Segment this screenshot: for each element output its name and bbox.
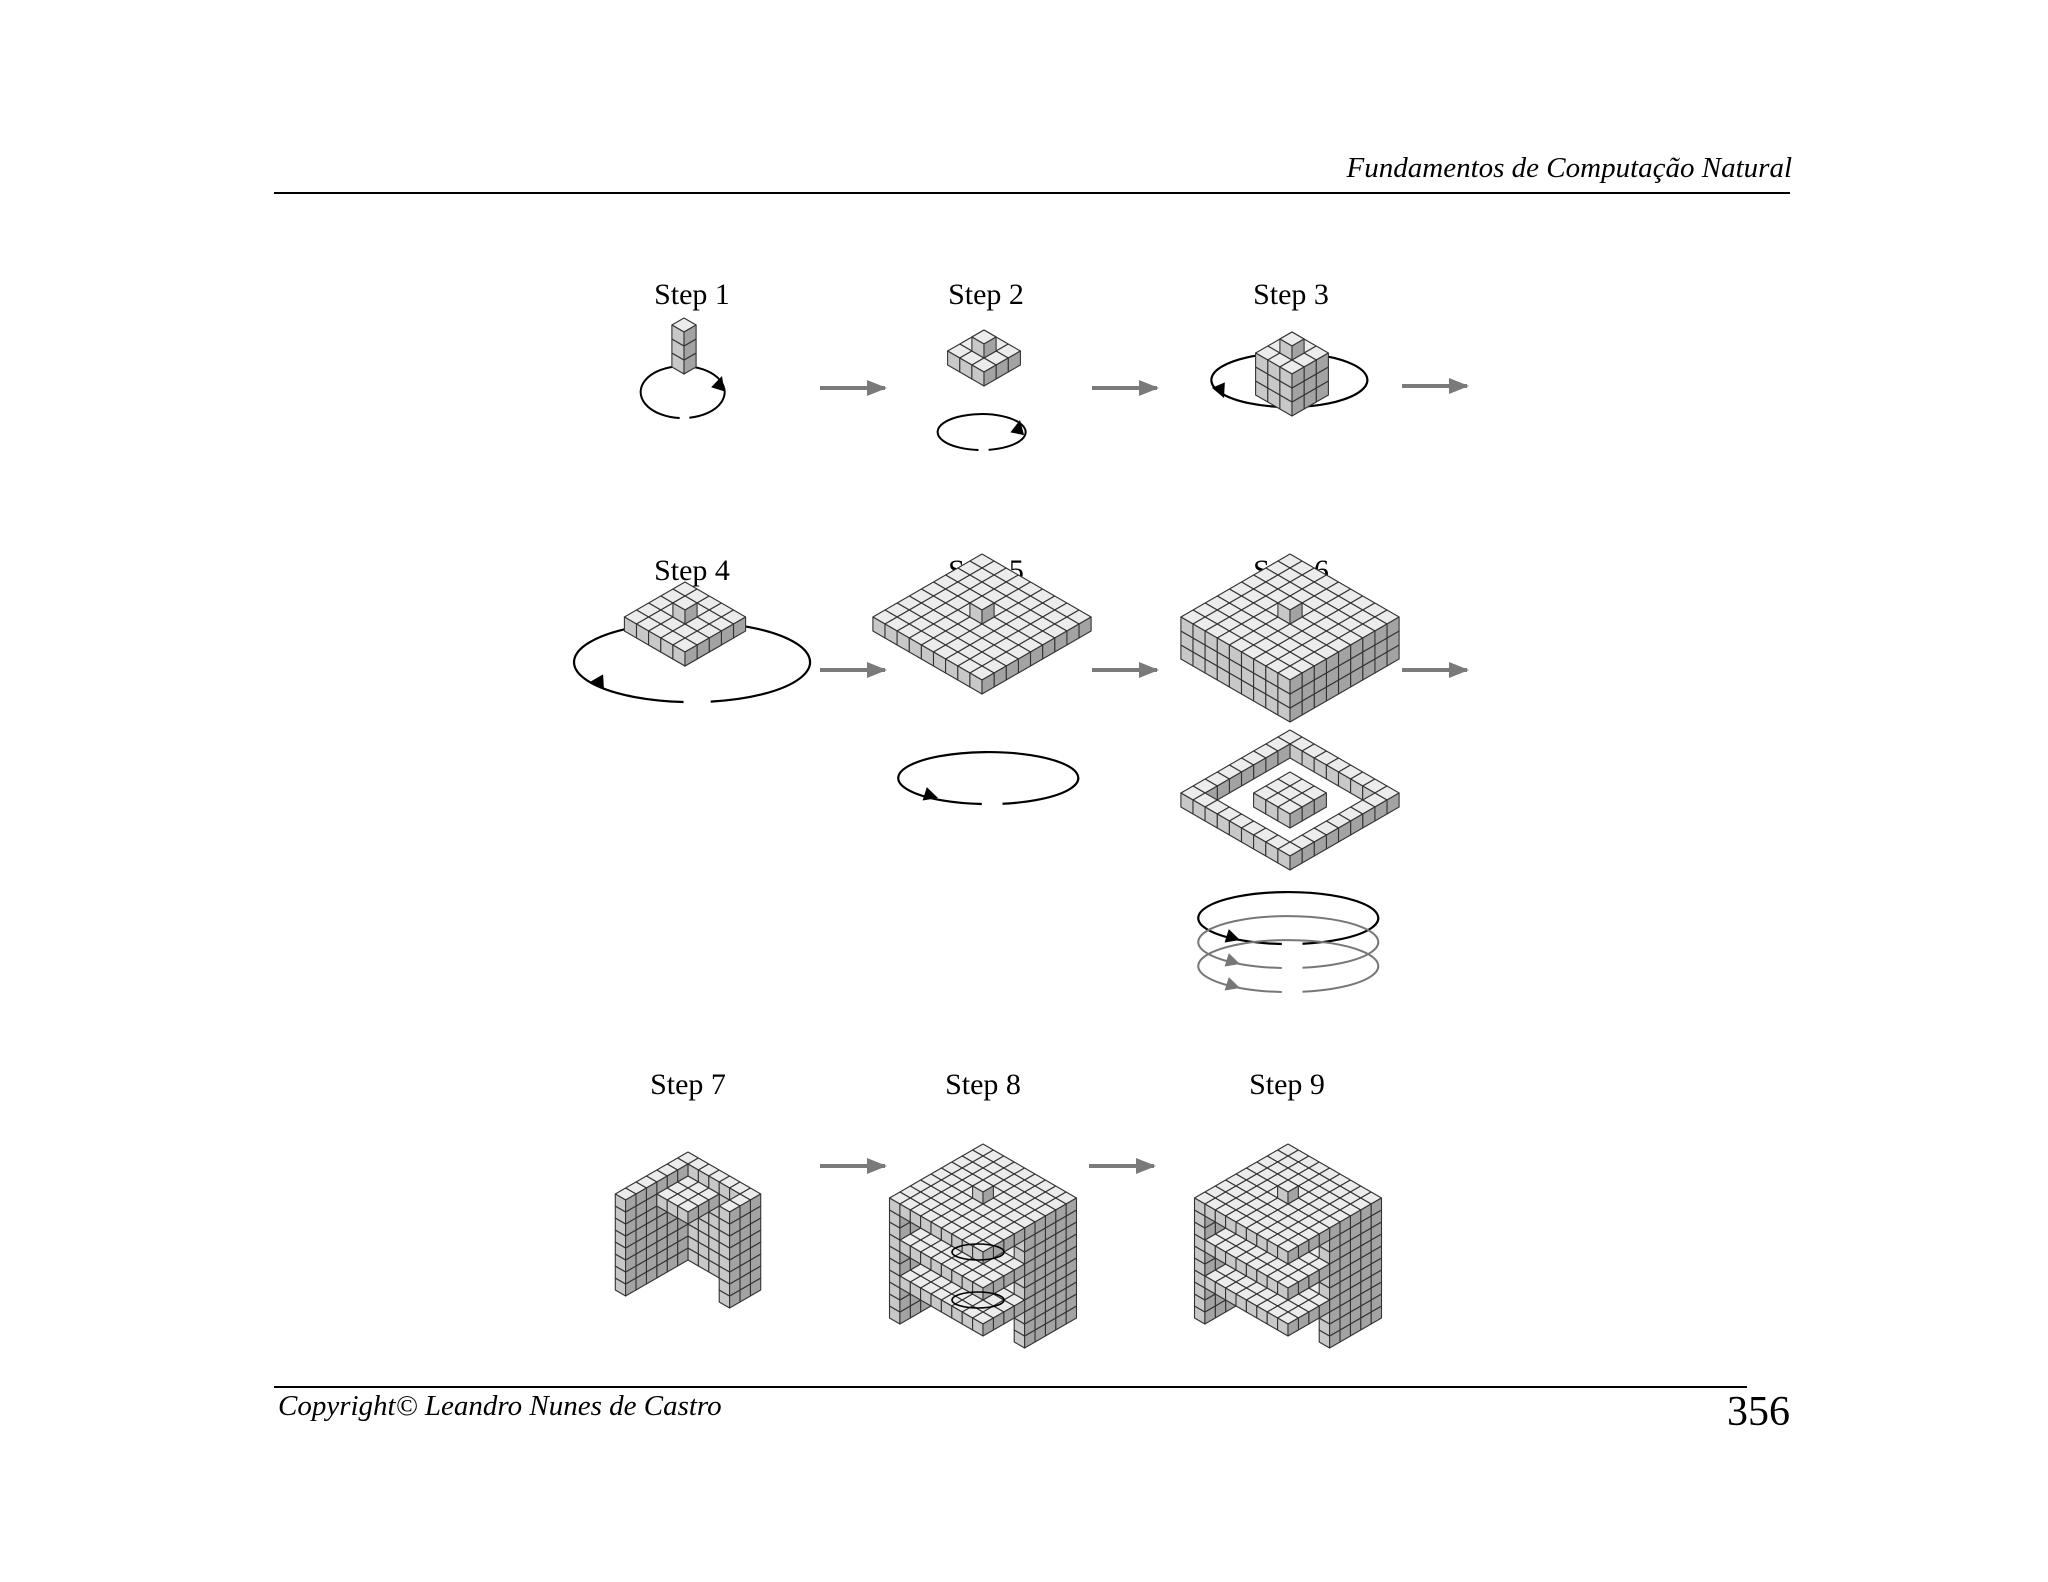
orbit-step2 (936, 413, 1027, 451)
step-label-4: Step 4 (654, 554, 730, 587)
step-label-9: Step 9 (1249, 1068, 1325, 1101)
orbit-step8-b (951, 1291, 1005, 1309)
step-label-8: Step 8 (945, 1068, 1021, 1101)
step-label-2: Step 2 (948, 278, 1024, 311)
orbit-step6-c-head (1224, 977, 1240, 991)
structure-step8 (888, 1143, 1078, 1349)
structure-step7 (614, 1151, 762, 1309)
step-label-1: Step 1 (654, 278, 730, 311)
structure-step9 (1193, 1143, 1383, 1349)
rotation-arrowheads (590, 376, 1240, 1309)
orbit-step8-a (951, 1243, 1005, 1261)
page-number: 356 (1727, 1389, 1790, 1435)
structure-step6-top (1180, 553, 1400, 723)
structure-step4 (623, 581, 747, 667)
orbit-step4-head (590, 674, 604, 690)
footer-copyright: Copyright© Leandro Nunes de Castro (278, 1390, 722, 1422)
structure-step3 (1255, 331, 1329, 417)
header-rule (274, 192, 1790, 194)
step-arrows (820, 378, 1469, 1174)
structure-step1 (671, 317, 697, 375)
orbit-step6-a (1197, 890, 1380, 946)
structure-step5 (872, 553, 1092, 695)
orbit-step2-head (1010, 420, 1025, 436)
orbit-step6-b-head (1224, 953, 1240, 967)
structure-step2 (947, 329, 1021, 387)
footer-rule (274, 1386, 1747, 1388)
orbit-step5 (897, 750, 1080, 806)
header-title: Fundamentos de Computação Natural (1346, 152, 1792, 184)
cube-structures (614, 317, 1400, 1349)
step-label-7: Step 7 (650, 1068, 726, 1101)
structure-step6-ring (1180, 729, 1400, 871)
orbit-step5-head (922, 787, 938, 801)
orbit-step1-head (711, 376, 725, 392)
orbit-step3-head (1211, 382, 1225, 398)
orbit-step6-c (1197, 939, 1380, 993)
step-label-3: Step 3 (1253, 278, 1329, 311)
orbit-step6-a-head (1224, 929, 1240, 943)
